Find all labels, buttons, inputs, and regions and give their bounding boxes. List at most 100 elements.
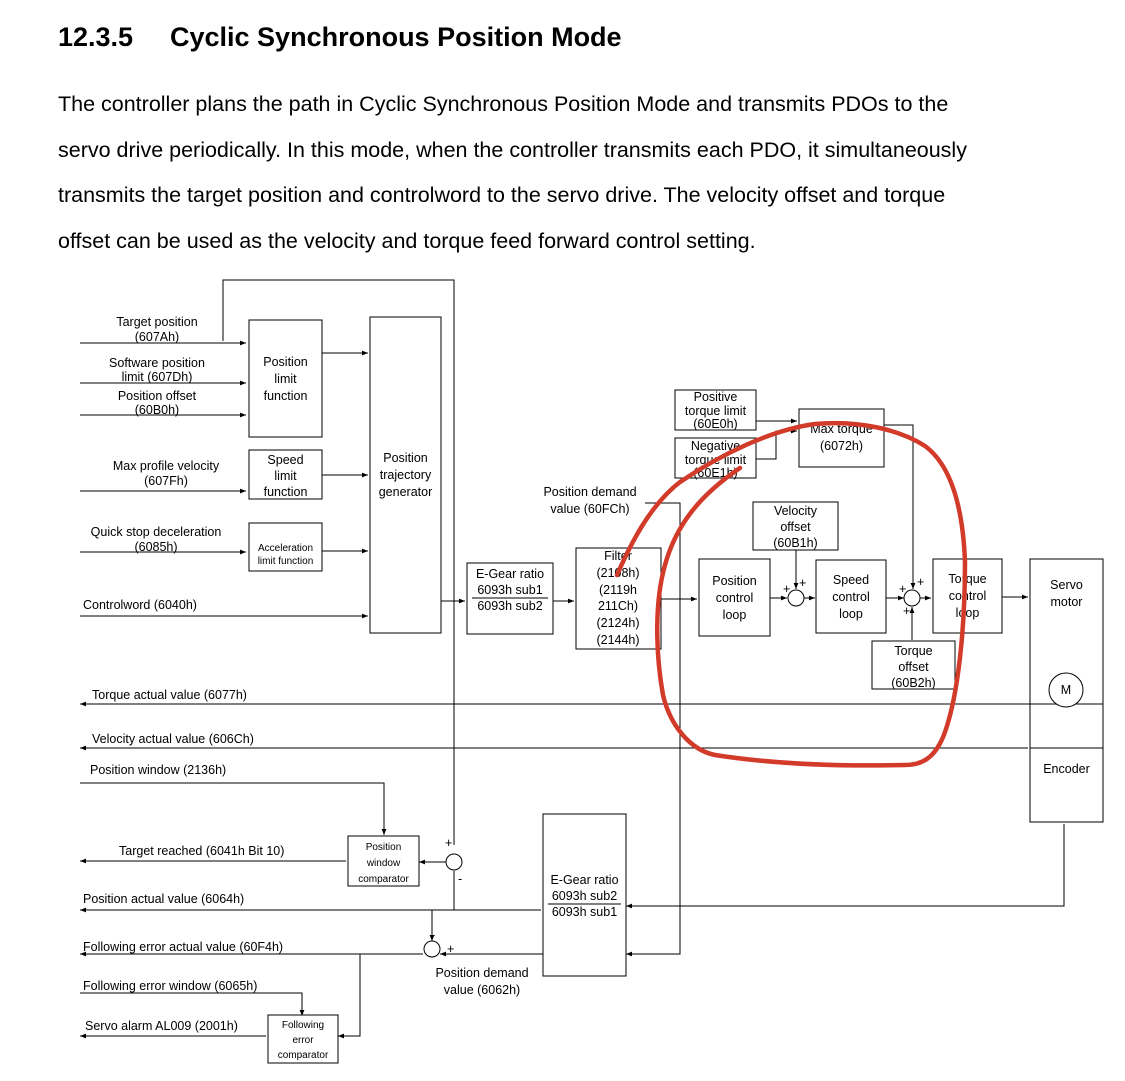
filter-line-5: (2124h) [596, 616, 639, 630]
position-limit-line-1: Position [263, 355, 308, 369]
sum-velocity-plus-a: + [783, 582, 790, 596]
spdcl-line-1: Speed [833, 573, 869, 587]
pos-demand-6062-line-1: Position demand [435, 966, 528, 980]
pos-torque-line-3: (60E0h) [693, 417, 737, 431]
pw-sum-minus: - [458, 872, 462, 886]
position-limit-function-block: Position limit function [248, 319, 323, 438]
velocity-offset-block: Velocity offset (60B1h) [752, 501, 839, 551]
controlword-label: Controlword (6040h) [83, 598, 197, 612]
torque-actual-label: Torque actual value (6077h) [92, 688, 247, 702]
torque-offset-block: Torque offset (60B2h) [871, 640, 956, 690]
output-labels: Torque actual value (6077h) Velocity act… [83, 688, 284, 1033]
pos-torque-line-2: torque limit [685, 404, 747, 418]
egear-feedback-line-1: E-Gear ratio [550, 873, 618, 887]
poscl-line-3: loop [723, 608, 747, 622]
poscl-line-1: Position [712, 574, 757, 588]
egear-forward-line-1: E-Gear ratio [476, 567, 544, 581]
target-position-line-1: Target position [116, 315, 197, 329]
control-block-diagram: Position limit function Speed limit func… [80, 279, 1104, 1064]
sw-limit-line-2: limit (607Dh) [122, 370, 193, 384]
motor-symbol: M [1061, 683, 1071, 697]
target-reached-label: Target reached (6041h Bit 10) [119, 844, 284, 858]
trqcl-line-2: control [949, 589, 987, 603]
max-torque-block: Max torque (6072h) [798, 408, 885, 468]
speed-limit-line-2: limit [274, 469, 297, 483]
sum-velocity-plus-b: + [799, 576, 806, 590]
sum-torque-plus-a: + [899, 582, 906, 596]
trq-offset-line-2: offset [898, 660, 929, 674]
sum-junction-position-window: + - [445, 836, 463, 886]
egear-feedback-line-2: 6093h sub2 [552, 889, 617, 903]
sum-torque-plus-c: + [903, 604, 910, 618]
sum-junction-torque: + + + [899, 575, 924, 618]
max-torque-line-2: (6072h) [820, 439, 863, 453]
vel-offset-line-1: Velocity [774, 504, 818, 518]
filter-line-3: (2119h [599, 583, 637, 597]
servo-motor-line-1: Servo [1050, 578, 1083, 592]
following-error-window-label: Following error window (6065h) [83, 979, 257, 993]
max-vel-line-1: Max profile velocity [113, 459, 220, 473]
position-window-comparator-block: Position window comparator [347, 835, 420, 887]
sum-torque-plus-b: + [917, 575, 924, 589]
fec-line-2: error [292, 1035, 314, 1046]
egear-ratio-forward-block: E-Gear ratio 6093h sub1 6093h sub2 [466, 562, 554, 635]
paragraph-line-3: transmits the target position and contro… [58, 183, 946, 207]
servo-alarm-label: Servo alarm AL009 (2001h) [85, 1019, 238, 1033]
pwc-line-3: comparator [358, 874, 409, 885]
egear-forward-line-2: 6093h sub1 [477, 583, 542, 597]
speed-control-loop-block: Speed control loop [815, 559, 887, 634]
max-vel-line-2: (607Fh) [144, 474, 188, 488]
position-limit-line-2: limit [274, 372, 297, 386]
following-error-actual-label: Following error actual value (60F4h) [83, 940, 283, 954]
egear-feedback-line-3: 6093h sub1 [552, 905, 617, 919]
position-demand-6062-label: Position demand value (6062h) [435, 966, 528, 997]
pwc-line-1: Position [366, 842, 402, 853]
sum-junction-velocity: + + [783, 576, 806, 607]
quick-stop-line-1: Quick stop deceleration [91, 525, 222, 539]
vel-offset-line-3: (60B1h) [773, 536, 817, 550]
poscl-line-2: control [716, 591, 754, 605]
paragraph-line-2: servo drive periodically. In this mode, … [58, 138, 967, 162]
acceleration-limit-function-block: Acceleration limit function [248, 522, 323, 572]
trq-offset-line-1: Torque [894, 644, 932, 658]
accel-limit-line-1: Acceleration [258, 543, 313, 554]
spdcl-line-3: loop [839, 607, 863, 621]
fe-sum-plus: + [447, 942, 454, 956]
sw-limit-line-1: Software position [109, 356, 205, 370]
trq-offset-line-3: (60B2h) [891, 676, 935, 690]
position-window-label: Position window (2136h) [90, 763, 226, 777]
sum-junction-following-error: - + [423, 928, 454, 958]
accel-limit-line-2: limit function [258, 556, 314, 567]
quick-stop-line-2: (6085h) [134, 540, 177, 554]
pos-offset-line-2: (60B0h) [135, 403, 179, 417]
spdcl-line-2: control [832, 590, 870, 604]
position-demand-60fc-label: Position demand value (60FCh) [543, 485, 636, 516]
speed-limit-line-3: function [264, 485, 308, 499]
trajectory-line-1: Position [383, 451, 428, 465]
position-limit-line-3: function [264, 389, 308, 403]
pw-sum-plus: + [445, 836, 452, 850]
pos-offset-line-1: Position offset [118, 389, 197, 403]
paragraph-line-1: The controller plans the path in Cyclic … [58, 92, 949, 116]
egear-forward-line-3: 6093h sub2 [477, 599, 542, 613]
section-number: 12.3.5 [58, 22, 134, 52]
servo-motor-line-2: motor [1051, 595, 1083, 609]
trajectory-line-3: generator [379, 485, 433, 499]
signal-wires [80, 279, 1102, 1039]
fec-line-1: Following [282, 1020, 324, 1031]
positive-torque-limit-block: Positive torque limit (60E0h) [674, 389, 757, 431]
target-position-line-2: (607Ah) [135, 330, 179, 344]
position-trajectory-generator-block: Position trajectory generator [369, 316, 442, 634]
trajectory-line-2: trajectory [380, 468, 432, 482]
pos-demand-60fc-line-2: value (60FCh) [550, 502, 629, 516]
filter-line-4: 211Ch) [598, 599, 638, 613]
pos-demand-6062-line-2: value (6062h) [444, 983, 520, 997]
neg-torque-line-1: Negative [691, 439, 740, 453]
pos-demand-60fc-line-1: Position demand [543, 485, 636, 499]
speed-limit-function-block: Speed limit function [248, 449, 323, 500]
torque-control-loop-block: Torque control loop [932, 558, 1003, 634]
speed-limit-line-1: Speed [267, 453, 303, 467]
pos-torque-line-1: Positive [694, 390, 738, 404]
trqcl-line-3: loop [956, 606, 980, 620]
